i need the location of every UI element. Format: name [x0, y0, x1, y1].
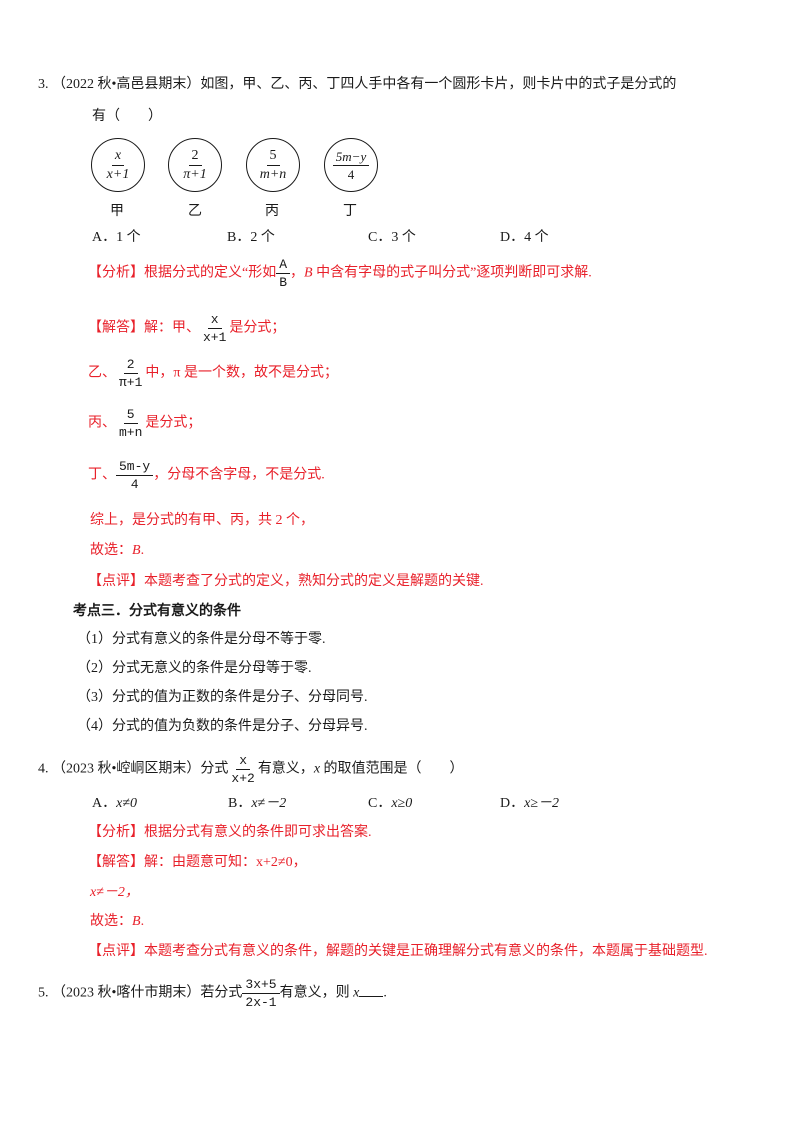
- person-label: 甲: [110, 204, 124, 219]
- comment-line: 【点评】本题考查了分式的定义，熟知分式的定义是解题的关键.: [88, 574, 484, 589]
- comment-tag: 【点评】: [88, 944, 144, 959]
- question-number: 4.: [38, 761, 49, 777]
- answer-blank[interactable]: [359, 984, 384, 997]
- option-b: B．2 个: [227, 230, 275, 245]
- q3-stem-line2: 有（ ）: [92, 109, 162, 124]
- option-d: D．4 个: [500, 230, 549, 245]
- person-label: 丁: [343, 204, 357, 219]
- option-c: C．x≥0: [368, 796, 413, 811]
- option-c: C．3 个: [368, 230, 416, 245]
- analysis-line: 【分析】根据分式有意义的条件即可求出答案.: [88, 825, 372, 840]
- person-label: 乙: [188, 204, 202, 219]
- question-number: 5.: [38, 985, 49, 1001]
- option-a: A．1 个: [92, 230, 141, 245]
- section-item: （4）分式的值为负数的条件是分子、分母异号.: [77, 719, 368, 734]
- question-source: （2023 秋•崆峒区期末）分式: [52, 761, 229, 777]
- choice-line: 故选：B.: [90, 543, 145, 558]
- analysis-tag: 【分析】: [88, 265, 144, 281]
- question-text: 如图，甲、乙、丙、丁四人手中各有一个圆形卡片，则卡片中的式子是分式的: [200, 77, 677, 92]
- person-label: 丙: [265, 204, 279, 219]
- option-b: B．x≠－2: [228, 796, 287, 811]
- question-number: 3.: [38, 77, 49, 92]
- analysis-tag: 【分析】: [88, 825, 144, 840]
- answer-tag: 【解答】: [88, 855, 144, 870]
- question-source: （2022 秋•高邑县期末）: [52, 77, 201, 92]
- section-item: （1）分式有意义的条件是分母不等于零.: [77, 632, 326, 647]
- section-item: （3）分式的值为正数的条件是分子、分母同号.: [77, 690, 368, 705]
- option-a: A．x≠0: [92, 796, 138, 811]
- q3-stem-line1: 3. （2022 秋•高邑县期末）如图，甲、乙、丙、丁四人手中各有一个圆形卡片，…: [38, 78, 676, 92]
- question-source: （2023 秋•喀什市期末）若分式: [52, 985, 243, 1001]
- comment-tag: 【点评】: [88, 574, 144, 589]
- answer-tag: 【解答】: [88, 320, 144, 336]
- answer-line: 【解答】解：由题意可知：x+2≠0，: [88, 855, 307, 870]
- answer-line: x≠－2，: [90, 885, 139, 900]
- comment-line: 【点评】本题考查分式有意义的条件，解题的关键是正确理解分式有意义的条件，本题属于…: [88, 944, 708, 959]
- section-title: 考点三．分式有意义的条件: [73, 603, 241, 619]
- option-d: D．x≥－2: [500, 796, 560, 811]
- section-item: （2）分式无意义的条件是分母等于零.: [77, 661, 312, 676]
- choice-line: 故选：B.: [90, 914, 145, 929]
- summary-line: 综上，是分式的有甲、丙，共 2 个，: [90, 513, 314, 528]
